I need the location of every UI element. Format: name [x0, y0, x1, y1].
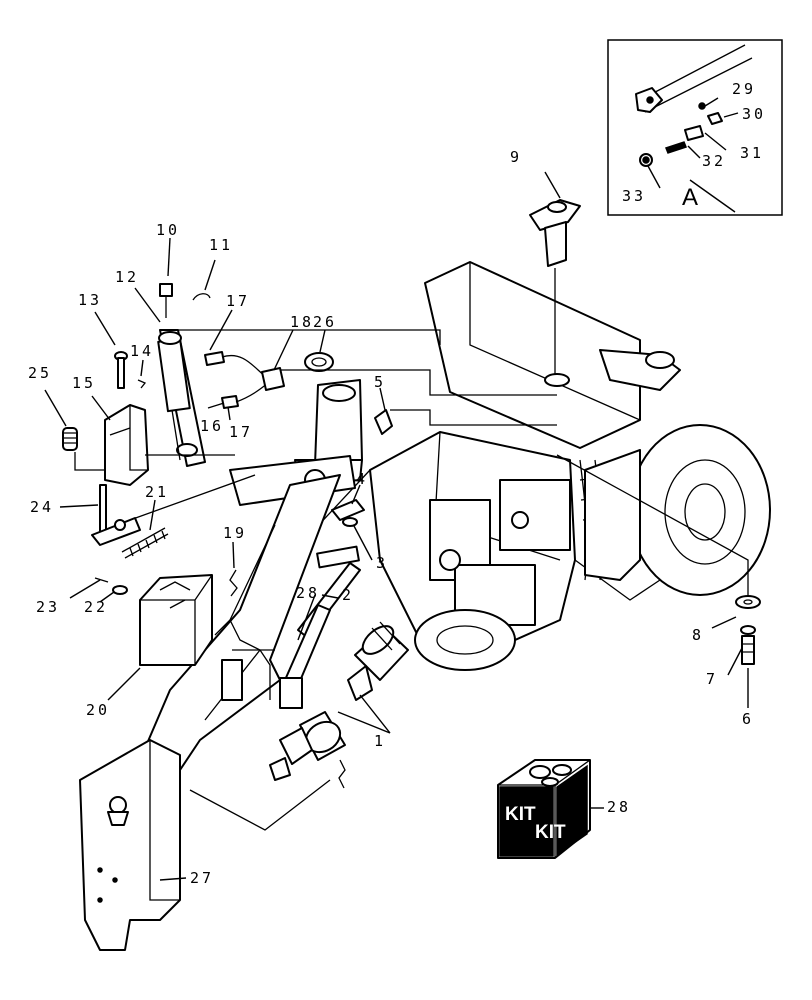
mount-bolt-set	[735, 595, 761, 665]
callout-20: 20	[86, 701, 110, 719]
callout-9: 9	[510, 148, 522, 166]
kit-label-right: KIT	[535, 822, 566, 843]
link-chain	[229, 569, 238, 597]
callout-15: 15	[72, 374, 96, 392]
right-side-skid	[584, 449, 641, 581]
pto-shield	[79, 739, 181, 951]
inset-view-label: A	[682, 184, 698, 211]
hydraulic-cylinder	[157, 329, 285, 467]
pto-driveline	[189, 545, 409, 831]
callout-leaders	[44, 97, 749, 881]
callout-2: 2	[342, 586, 354, 604]
callout-29: 29	[732, 80, 756, 98]
callout-28a: 28	[296, 584, 320, 602]
callout-30: 30	[742, 105, 766, 123]
gearbox-housing	[369, 431, 576, 661]
tool-box	[139, 574, 213, 666]
callout-33: 33	[622, 187, 646, 205]
callout-18: 18	[290, 313, 314, 331]
reference-lines	[74, 268, 749, 700]
jack-handle	[529, 199, 581, 267]
callout-17a: 17	[226, 292, 250, 310]
callout-31: 31	[740, 144, 764, 162]
main-frame-beam	[424, 261, 681, 449]
hinge-pin-hardware	[114, 351, 147, 389]
kit-label-left: KIT	[505, 804, 536, 825]
bushing-and-fitting	[304, 352, 393, 435]
hinge-bracket	[104, 404, 149, 486]
callout-21: 21	[145, 483, 169, 501]
rear-wheel	[629, 424, 771, 596]
callout-17b: 17	[229, 423, 253, 441]
mount-plate	[331, 499, 365, 527]
inset-fitting-parts	[639, 102, 723, 167]
callout-25: 25	[28, 364, 52, 382]
callout-14: 14	[130, 342, 154, 360]
callout-24: 24	[30, 498, 54, 516]
cylinder-pin-hardware	[159, 283, 211, 318]
spring-stack	[62, 427, 78, 451]
callout-1: 1	[374, 732, 386, 750]
callout-3: 3	[376, 554, 388, 572]
callout-4: 4	[356, 470, 368, 488]
callout-27: 27	[190, 869, 214, 887]
callout-7: 7	[706, 670, 718, 688]
callout-22: 22	[84, 598, 108, 616]
callout-numbers: 1 2 3 4 5 6 7 8 9 10 11 12 13 14 15 16 1…	[28, 80, 766, 887]
callout-13: 13	[78, 291, 102, 309]
callout-32: 32	[702, 152, 726, 170]
kit-box: KIT KIT	[497, 759, 591, 859]
callout-16: 16	[200, 417, 224, 435]
latch-lever	[91, 484, 169, 595]
callout-6: 6	[742, 710, 754, 728]
inset-detail-a: A	[607, 39, 783, 216]
callout-10: 10	[156, 221, 180, 239]
callout-12: 12	[115, 268, 139, 286]
callout-8: 8	[692, 626, 704, 644]
callout-5: 5	[374, 373, 386, 391]
callout-11: 11	[209, 236, 233, 254]
inset-cylinder-end	[635, 44, 753, 113]
callout-19: 19	[223, 524, 247, 542]
callout-23: 23	[36, 598, 60, 616]
hitch-arm	[139, 379, 363, 771]
callout-28b: 28	[607, 798, 631, 816]
lower-roller	[414, 609, 516, 671]
callout-26: 26	[313, 313, 337, 331]
